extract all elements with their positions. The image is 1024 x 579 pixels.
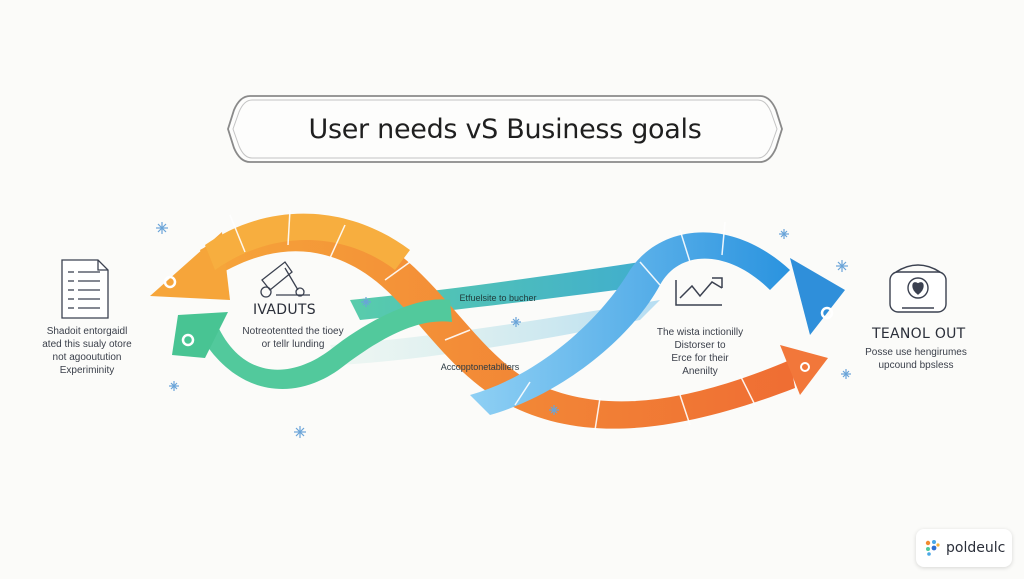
right-description: Posse use hengirumes upcound bpsless	[856, 346, 976, 372]
left-description-line: Experiminity	[59, 365, 115, 376]
tools-icon	[260, 261, 310, 298]
blue-node	[820, 306, 834, 320]
trend-chart-icon	[675, 277, 723, 306]
blue-arrowhead	[790, 258, 845, 335]
left-description-line: ated this sualy otore	[42, 339, 132, 350]
left-description: Shadoit entorgaidl ated this sualy otore…	[22, 325, 152, 377]
right-description-line: upcound bpsless	[878, 360, 954, 371]
left-description-line: Shadoit entorgaidl	[46, 326, 128, 337]
mid-left-description-line: Notreotentted the tioey	[242, 326, 344, 337]
mid-right-description-line: The wista inctionilly	[656, 327, 744, 338]
segment-dividers	[229, 209, 756, 431]
title-banner-frame	[227, 95, 783, 163]
sparkle-icon	[156, 222, 851, 438]
document-icon	[61, 259, 109, 319]
mid-right-description-line: Anenilty	[682, 366, 718, 377]
orange-node-right	[800, 362, 810, 372]
green-node	[181, 333, 195, 347]
blue-arrow-body	[470, 232, 790, 415]
heart-device-icon	[889, 264, 947, 313]
page-title: User needs vS Business goals	[308, 113, 702, 145]
logo-text: poldeulc	[946, 540, 1006, 556]
title-banner: User needs vS Business goals	[228, 95, 782, 163]
mid-right-description-line: Distorser to	[674, 340, 726, 351]
mid-right-description: The wista inctionilly Distorser to Erce …	[640, 326, 760, 378]
green-arrow-body	[200, 299, 452, 389]
logo-dots-icon	[925, 540, 940, 556]
mid-left-heading: IVADUTS	[253, 302, 316, 318]
orange-upper-wing	[205, 213, 410, 270]
orange-node-left	[163, 275, 177, 289]
lower-light-band	[330, 300, 660, 365]
center-lower-label: Accopptonetablliers	[440, 362, 520, 372]
green-arrowhead	[172, 312, 228, 358]
right-heading: TEANOL OUT	[872, 326, 966, 342]
mid-right-description-line: Erce for their	[671, 353, 729, 364]
mid-left-description: Notreotentted the tioey or tellr lunding	[228, 325, 358, 351]
brand-logo: poldeulc	[916, 529, 1012, 567]
center-upper-label: Etfuelsite to bucher	[459, 293, 537, 303]
right-description-line: Posse use hengirumes	[865, 347, 967, 358]
mid-left-description-line: or tellr lunding	[261, 339, 325, 350]
left-description-line: not agooutution	[52, 352, 122, 363]
